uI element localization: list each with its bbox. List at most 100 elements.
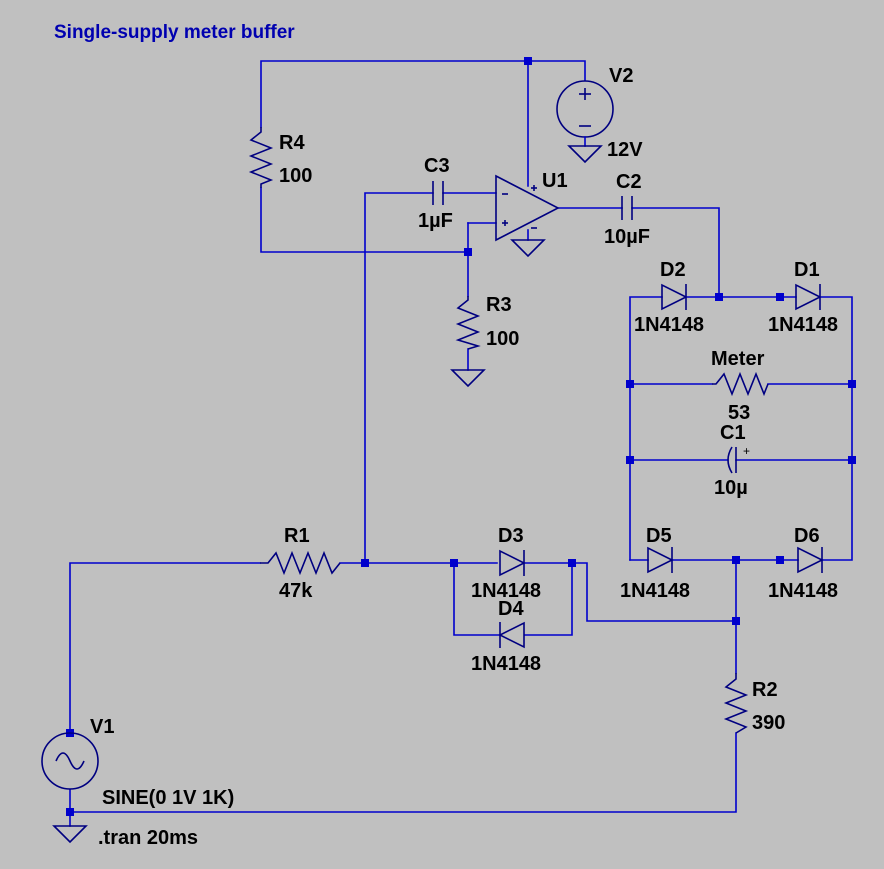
ground-icon bbox=[52, 825, 88, 844]
c1-ref: C1 bbox=[720, 422, 746, 444]
v2-value: 12V bbox=[607, 139, 643, 161]
sine-wave-icon bbox=[55, 752, 85, 770]
c1-value: 10µ bbox=[714, 477, 748, 499]
wire-v1-to-r1 bbox=[69, 562, 261, 734]
junction bbox=[848, 380, 856, 388]
wire-c2-right bbox=[631, 207, 720, 298]
c2-ref: C2 bbox=[616, 171, 642, 193]
c2-value: 10µF bbox=[604, 226, 650, 248]
r4-ref: R4 bbox=[279, 132, 305, 154]
wire-c3-left bbox=[364, 192, 434, 564]
v2-ref: V2 bbox=[609, 65, 633, 87]
d2-ref: D2 bbox=[660, 259, 686, 281]
wire-d4-left bbox=[453, 562, 501, 636]
junction bbox=[450, 559, 458, 567]
wire-r2-return bbox=[69, 732, 737, 813]
wire-r4-bottom bbox=[260, 187, 469, 253]
c3-ref: C3 bbox=[424, 155, 450, 177]
r2-value: 390 bbox=[752, 712, 785, 734]
junction bbox=[848, 456, 856, 464]
d6-value: 1N4148 bbox=[768, 580, 838, 602]
wire-bridge-right bbox=[819, 296, 853, 561]
junction bbox=[626, 456, 634, 464]
d5-triangle bbox=[647, 546, 674, 574]
v1-circle bbox=[41, 732, 99, 790]
d2-triangle bbox=[661, 283, 688, 311]
resistor-r1[interactable]: R1 47k bbox=[260, 525, 341, 602]
resistor-meter[interactable]: Meter 53 bbox=[711, 348, 769, 424]
junction bbox=[524, 57, 532, 65]
c1-plus-mark: + bbox=[743, 444, 750, 458]
wire-supply-to-v2 bbox=[527, 60, 586, 81]
d1-ref: D1 bbox=[794, 259, 820, 281]
junction bbox=[361, 559, 369, 567]
capacitor-c3[interactable]: C3 1µF bbox=[418, 155, 453, 232]
meter-body bbox=[712, 371, 769, 397]
wire-d3-to-bridge bbox=[571, 562, 737, 622]
resistor-r2[interactable]: R2 390 bbox=[723, 673, 785, 734]
diode-d2[interactable]: D2 1N4148 bbox=[634, 259, 704, 336]
junction bbox=[732, 556, 740, 564]
junction bbox=[732, 617, 740, 625]
d5-value: 1N4148 bbox=[620, 580, 690, 602]
d3-ref: D3 bbox=[498, 525, 524, 547]
opamp-u1-body bbox=[495, 174, 560, 242]
diode-d4[interactable]: D4 1N4148 bbox=[471, 598, 541, 675]
r3-ref: R3 bbox=[486, 294, 512, 316]
junction bbox=[626, 380, 634, 388]
resistor-r4-body bbox=[248, 127, 274, 188]
wire-r4-top-to-supply bbox=[260, 60, 529, 187]
capacitor-c1[interactable]: + C1 10µ bbox=[714, 422, 750, 499]
r4-value: 100 bbox=[279, 165, 312, 187]
r2-body bbox=[723, 673, 749, 734]
ground-icon bbox=[567, 145, 603, 164]
junction bbox=[66, 808, 74, 816]
d6-ref: D6 bbox=[794, 525, 820, 547]
junction bbox=[715, 293, 723, 301]
diode-d5[interactable]: D5 1N4148 bbox=[620, 525, 690, 602]
d1-triangle bbox=[795, 283, 822, 311]
diode-d1[interactable]: D1 1N4148 bbox=[768, 259, 838, 336]
c3-value: 1µF bbox=[418, 210, 453, 232]
resistor-r3-body bbox=[455, 296, 481, 350]
d5-ref: D5 bbox=[646, 525, 672, 547]
v1-ref: V1 bbox=[90, 716, 114, 738]
r1-body bbox=[260, 550, 341, 576]
ground-icon bbox=[450, 369, 486, 388]
wire-bridge-left bbox=[629, 296, 663, 561]
resistor-r3[interactable]: R3 100 bbox=[455, 294, 519, 350]
d4-value: 1N4148 bbox=[471, 653, 541, 675]
resistor-r4[interactable]: R4 100 bbox=[248, 127, 312, 188]
r1-value: 47k bbox=[279, 580, 313, 602]
d3-value: 1N4148 bbox=[471, 580, 541, 602]
diode-d6[interactable]: D6 1N4148 bbox=[768, 525, 838, 602]
spice-directive[interactable]: .tran 20ms bbox=[98, 827, 198, 849]
d2-value: 1N4148 bbox=[634, 314, 704, 336]
junction bbox=[776, 293, 784, 301]
capacitor-c2[interactable]: C2 10µF bbox=[604, 171, 650, 248]
u1-ref: U1 bbox=[542, 170, 568, 192]
voltage-source-v2[interactable]: V2 12V bbox=[556, 65, 643, 161]
r1-ref: R1 bbox=[284, 525, 310, 547]
junctions bbox=[66, 57, 856, 816]
d6-triangle bbox=[797, 546, 824, 574]
junction bbox=[464, 248, 472, 256]
opamp-u1[interactable]: U1 bbox=[495, 170, 568, 242]
meter-ref: Meter bbox=[711, 348, 765, 370]
d4-triangle bbox=[498, 621, 525, 649]
v1-value: SINE(0 1V 1K) bbox=[102, 787, 234, 809]
schematic-title: Single-supply meter buffer bbox=[54, 22, 295, 43]
wires bbox=[69, 60, 853, 827]
diode-d3[interactable]: D3 1N4148 bbox=[471, 525, 541, 602]
r3-value: 100 bbox=[486, 328, 519, 350]
r2-ref: R2 bbox=[752, 679, 778, 701]
meter-value: 53 bbox=[728, 402, 750, 424]
d3-triangle bbox=[499, 549, 526, 577]
junction bbox=[776, 556, 784, 564]
d4-ref: D4 bbox=[498, 598, 524, 620]
c1-plate-curved bbox=[727, 446, 733, 474]
junction bbox=[568, 559, 576, 567]
ground-icon bbox=[510, 239, 546, 258]
voltage-source-v1[interactable]: V1 SINE(0 1V 1K) bbox=[41, 716, 234, 809]
